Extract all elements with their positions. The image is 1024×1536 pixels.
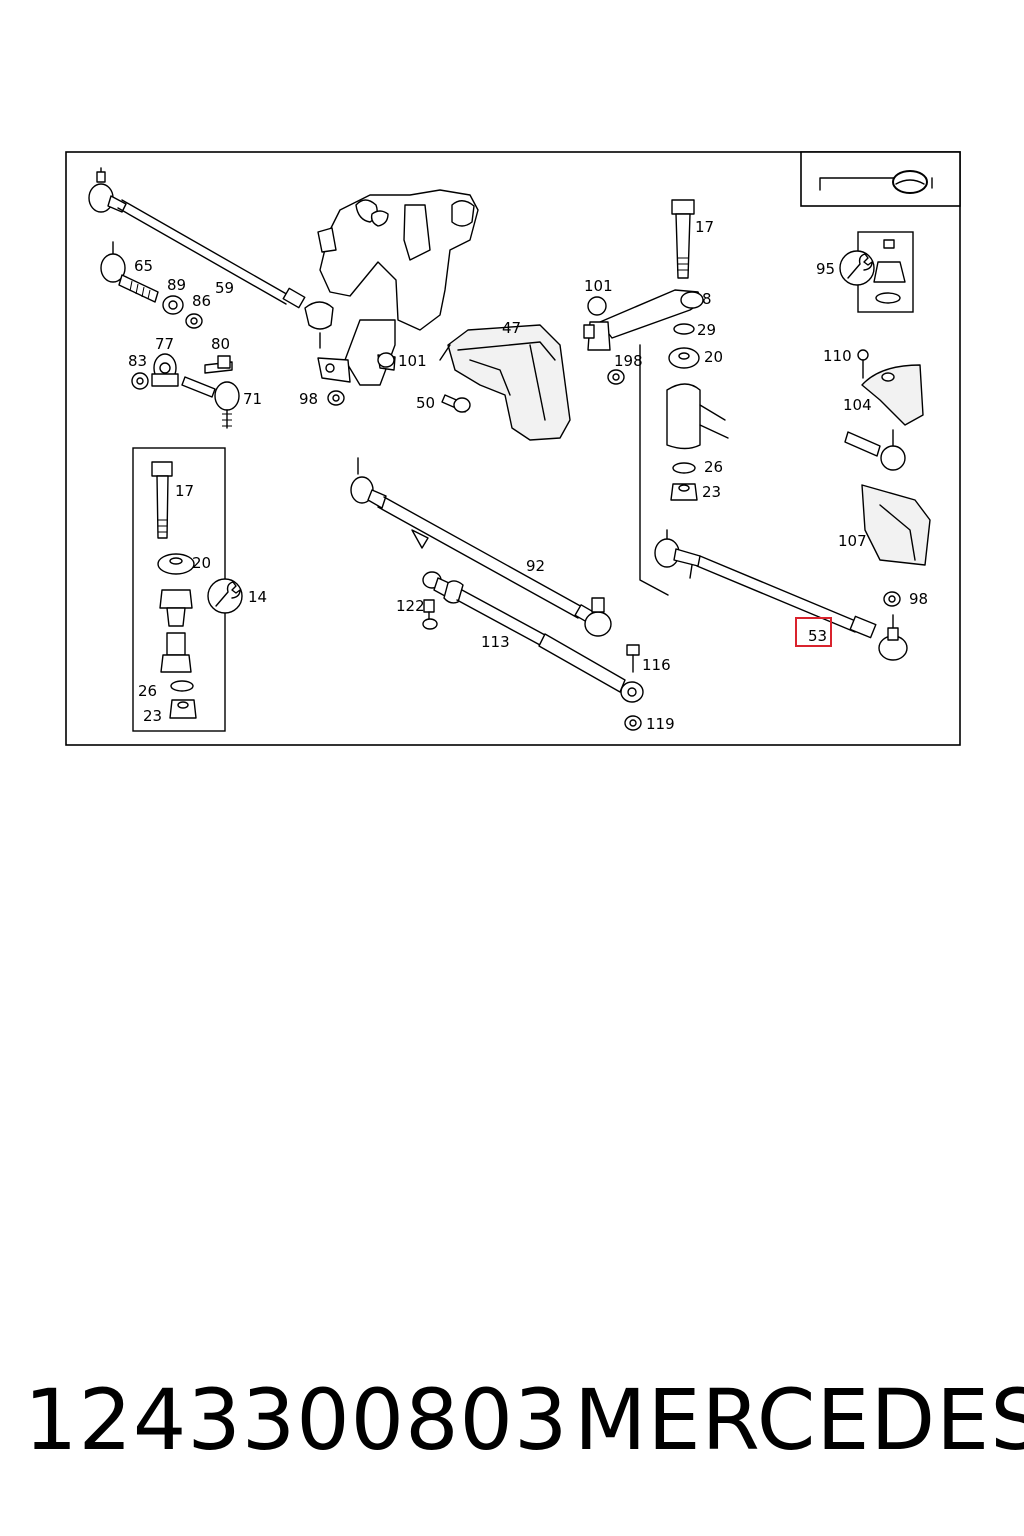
label-95: 95 [816, 260, 835, 278]
label-104: 104 [843, 396, 872, 414]
label-8: 8 [702, 290, 712, 308]
tie-rod-59 [88, 167, 334, 349]
label-77: 77 [155, 335, 174, 353]
bracket-47 [439, 324, 571, 441]
label-107: 107 [838, 532, 867, 550]
label-113: 113 [481, 633, 510, 651]
brand-name: MERCEDES [574, 1371, 1024, 1469]
tie-rod-53 [654, 529, 908, 661]
label-80: 80 [211, 335, 230, 353]
wrench-icon [207, 578, 243, 614]
steering-wheel-icon [800, 151, 961, 207]
label-122: 122 [396, 597, 425, 615]
part-number: 1243300803 [24, 1371, 569, 1469]
label-110: 110 [823, 347, 852, 365]
label-89: 89 [167, 276, 186, 294]
label-198: 198 [614, 352, 643, 370]
label-101-left: 101 [398, 352, 427, 370]
label-50: 50 [416, 394, 435, 412]
label-23-right: 23 [702, 483, 721, 501]
footer: 1243300803 MERCEDES [0, 1365, 1024, 1475]
tie-rod-end-65 [100, 241, 203, 329]
label-17-inset: 17 [175, 482, 194, 500]
label-26-inset: 26 [138, 682, 157, 700]
label-23-inset: 23 [143, 707, 162, 725]
wrench-icon-95 [839, 250, 875, 286]
label-53: 53 [808, 627, 827, 645]
highlight-box-53 [795, 617, 832, 647]
parts-diagram: 17 8 29 20 101 198 26 23 95 110 104 107 … [65, 151, 961, 746]
label-47: 47 [502, 319, 521, 337]
damper-113 [422, 571, 644, 731]
label-98-right: 98 [909, 590, 928, 608]
label-29: 29 [697, 321, 716, 339]
label-26-right: 26 [704, 458, 723, 476]
label-83: 83 [128, 352, 147, 370]
label-86: 86 [192, 292, 211, 310]
label-14: 14 [248, 588, 267, 606]
label-20: 20 [704, 348, 723, 366]
diagram-frame [65, 151, 961, 746]
label-116: 116 [642, 656, 671, 674]
label-20-inset: 20 [192, 554, 211, 572]
label-92: 92 [526, 557, 545, 575]
label-71: 71 [243, 390, 262, 408]
label-65: 65 [134, 257, 153, 275]
idler-arm-assembly [583, 199, 729, 596]
label-59: 59 [215, 279, 234, 297]
inset-bolt-box [132, 447, 226, 732]
label-17-bolt: 17 [695, 218, 714, 236]
tie-rod-end-71 [131, 353, 240, 429]
steering-box [317, 189, 479, 406]
tie-rod-92 [350, 457, 612, 637]
label-101-right: 101 [584, 277, 613, 295]
label-119: 119 [646, 715, 675, 733]
label-98-left: 98 [299, 390, 318, 408]
